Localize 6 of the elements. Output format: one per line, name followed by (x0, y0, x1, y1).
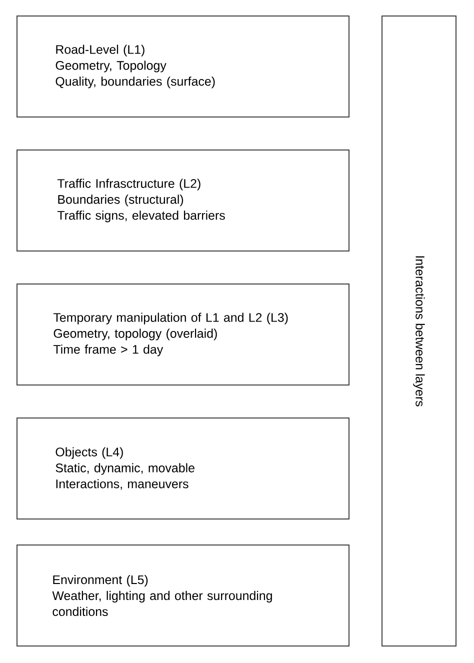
layer-box: Environment (L5) Weather, lighting and other surrounding conditions (16, 544, 350, 646)
layer-box: Road-Level (L1) Geometry, Topology Quality, boundaries (surface) (16, 16, 350, 118)
layer-box: Objects (L4) Static, dynamic, movable Interactions, maneuvers (16, 418, 350, 520)
vertical-box: Interactions between layers (382, 16, 456, 646)
layer-box: Temporary manipulation of L1 and L2 (L3) Geometry, topology (overlaid) Time frame > 1 day (16, 284, 350, 386)
layer-box: Traffic Infrasctructure (L2) Boundaries (structural) Traffic signs, elevated barriers (16, 150, 350, 252)
